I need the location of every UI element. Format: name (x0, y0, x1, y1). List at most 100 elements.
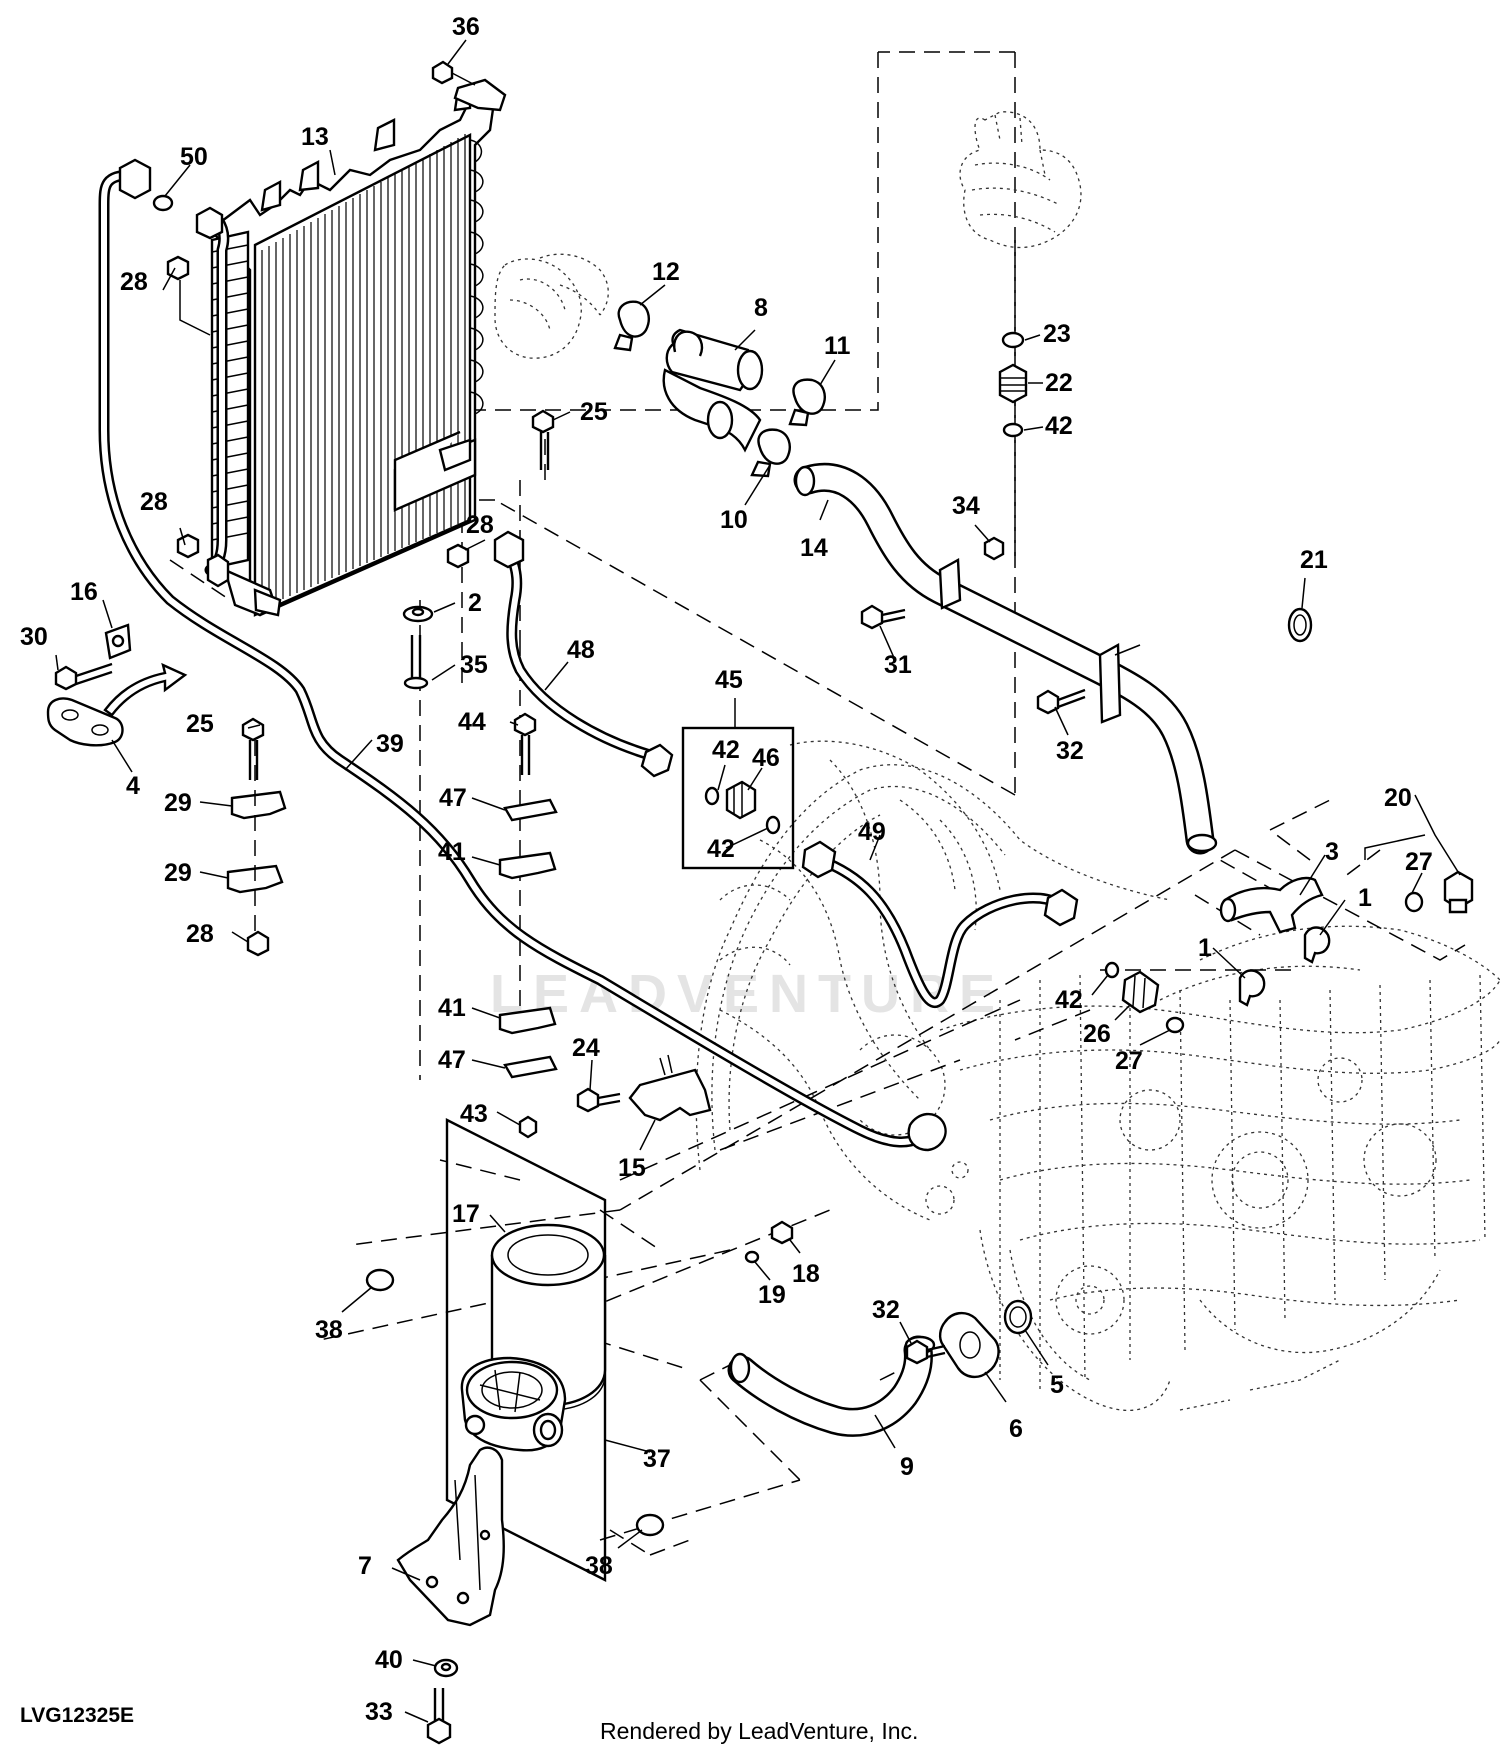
callout-1-lower: 1 (1198, 934, 1212, 962)
callout-47-lower: 47 (438, 1046, 466, 1074)
credit-text: Rendered by LeadVenture, Inc. (600, 1718, 919, 1744)
callout-17: 17 (452, 1200, 480, 1228)
cooler-line-39 (98, 169, 931, 1148)
kit-box-45 (681, 726, 795, 870)
oring-42-pump (1002, 422, 1024, 438)
line-48 (504, 549, 656, 761)
arrow-4 (103, 662, 188, 717)
oring-42-lower (765, 815, 781, 835)
clamp-12 (613, 300, 650, 352)
line-49 (814, 854, 1066, 1008)
callout-30: 30 (20, 623, 48, 651)
bolt-24 (576, 1087, 621, 1113)
bolt-35 (403, 635, 429, 690)
plate-47-upper (503, 798, 558, 822)
washer-2 (402, 605, 434, 623)
callout-4: 4 (126, 772, 140, 800)
seal-21 (1287, 607, 1313, 643)
callout-8: 8 (754, 294, 768, 322)
bracket-15 (628, 1068, 712, 1122)
callout-38-upper: 38 (315, 1316, 343, 1344)
clamp-1-upper (1303, 926, 1331, 964)
callout-3: 3 (1325, 838, 1339, 866)
clamp-16 (104, 623, 132, 660)
callout-46: 46 (752, 744, 780, 772)
callout-5: 5 (1050, 1371, 1064, 1399)
callout-27-lower: 27 (1115, 1047, 1143, 1075)
callout-20: 20 (1384, 784, 1412, 812)
nut-28-bottom-cooler (446, 543, 470, 569)
hose-3 (1219, 876, 1324, 934)
bracket-15-tab (659, 1054, 673, 1076)
nut-28-mid (176, 533, 200, 559)
callout-40: 40 (375, 1646, 403, 1674)
callout-42-pump: 42 (1045, 412, 1073, 440)
callout-41-lower: 41 (438, 994, 466, 1022)
callout-25-left: 25 (186, 710, 214, 738)
clip-29-upper (230, 790, 287, 820)
callout-45: 45 (715, 666, 743, 694)
callout-28-b: 28 (140, 488, 168, 516)
clamp-10 (750, 428, 791, 478)
callout-23: 23 (1043, 320, 1071, 348)
fitting-22 (998, 363, 1028, 404)
fitting-46 (725, 780, 757, 820)
nut-28-bottom (246, 930, 270, 957)
cooler-tube-ends-right (469, 139, 484, 415)
callout-33: 33 (365, 1698, 393, 1726)
bracket-14b-tab (1114, 644, 1141, 656)
nut-43 (518, 1115, 538, 1139)
reference-code: LVG12325E (20, 1704, 135, 1727)
callout-31: 31 (884, 651, 912, 679)
callout-36: 36 (452, 13, 480, 41)
callout-14: 14 (800, 534, 828, 562)
bracket-20-27 (1364, 834, 1426, 860)
bracket-7 (396, 1446, 505, 1627)
plug-20 (1443, 870, 1474, 914)
oring-42-upper (704, 786, 720, 806)
oil-cooler (208, 78, 507, 617)
cooler-fins (261, 134, 466, 608)
clip-41-upper (498, 851, 557, 880)
bracket-14a (938, 558, 962, 610)
seal-21-inner (1293, 614, 1307, 636)
callout-6: 6 (1009, 1415, 1023, 1443)
fitting-39-end (907, 1112, 947, 1152)
seal-5 (1003, 1299, 1033, 1335)
callout-49: 49 (858, 818, 886, 846)
leader-lines (55, 39, 1461, 1723)
bolt-32-upper (1036, 688, 1086, 715)
hose-9 (727, 1335, 936, 1437)
callout-42-right: 42 (1055, 986, 1083, 1014)
clamp-1-lower (1238, 969, 1266, 1007)
plate-4 (46, 697, 124, 747)
callout-25-top: 25 (580, 398, 608, 426)
fitting-26 (1121, 970, 1160, 1014)
fitting-49-left (801, 840, 837, 879)
callout-29-lower: 29 (164, 859, 192, 887)
engine-port-outline (494, 253, 609, 359)
callout-44: 44 (458, 708, 486, 736)
oring-27-lower (1165, 1016, 1185, 1034)
callout-34: 34 (952, 492, 980, 520)
bolt-31 (860, 604, 906, 630)
hose-tee-8 (662, 328, 764, 453)
plug-18 (770, 1220, 794, 1245)
fitting-upper-left (195, 206, 224, 240)
fitting-lower-left (206, 553, 230, 588)
bolt-30 (54, 662, 113, 691)
bolt-36 (431, 60, 476, 86)
pump-outline (959, 111, 1082, 249)
oring-38-upper (365, 1268, 395, 1292)
plate-47-lower (503, 1055, 558, 1079)
hose-14 (793, 462, 1218, 855)
callout-32-upper: 32 (1056, 737, 1084, 765)
callout-11: 11 (824, 332, 851, 360)
callout-38-lower: 38 (585, 1552, 613, 1580)
callout-35: 35 (460, 651, 488, 679)
callout-21: 21 (1300, 546, 1328, 574)
bolt-44 (513, 712, 537, 775)
washer-40 (433, 1658, 459, 1678)
callout-26: 26 (1083, 1020, 1111, 1048)
